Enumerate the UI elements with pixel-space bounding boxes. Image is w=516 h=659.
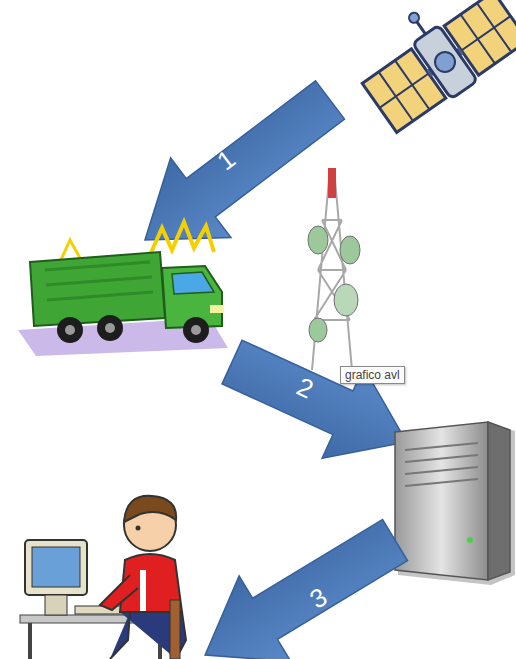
server-side (488, 422, 510, 580)
person-at-computer (20, 496, 186, 659)
satellite-body (412, 25, 477, 99)
garbage-truck (18, 222, 228, 356)
headlight (210, 305, 224, 313)
wheel (183, 317, 209, 343)
keyboard (75, 606, 125, 614)
truck-body (30, 252, 165, 326)
power-light (467, 537, 473, 543)
antenna-tip (407, 11, 421, 25)
eye (136, 526, 141, 531)
shirt-stripe (140, 570, 146, 612)
chair (170, 600, 180, 659)
cell-tower (308, 168, 360, 370)
satellite-dish (431, 48, 459, 76)
server (395, 422, 515, 585)
tower-top (328, 168, 336, 198)
monitor-screen (32, 547, 80, 587)
wheel (57, 317, 83, 343)
drive-slots (405, 443, 478, 486)
hub (191, 325, 201, 335)
body-ribs (45, 262, 153, 300)
antenna-dish (308, 226, 328, 254)
server-front (395, 422, 488, 580)
monitor-stand (45, 595, 67, 615)
hub (65, 325, 75, 335)
block-arrow (115, 60, 360, 280)
tooltip-box: grafico avl (340, 366, 405, 384)
hub (105, 323, 115, 333)
antenna-dish (340, 236, 360, 264)
sparks (150, 222, 214, 255)
monitor (25, 540, 87, 595)
hair (124, 496, 176, 522)
arrow-shape (179, 497, 421, 659)
satellite (346, 0, 516, 136)
antenna-dish (309, 318, 327, 342)
tooltip-text: grafico avl (345, 368, 400, 382)
arrow-shape (115, 60, 360, 280)
wheel (97, 315, 123, 341)
cab-window (172, 272, 214, 294)
antenna-dish (334, 284, 358, 316)
arm (100, 575, 138, 610)
block-arrow (179, 497, 421, 659)
